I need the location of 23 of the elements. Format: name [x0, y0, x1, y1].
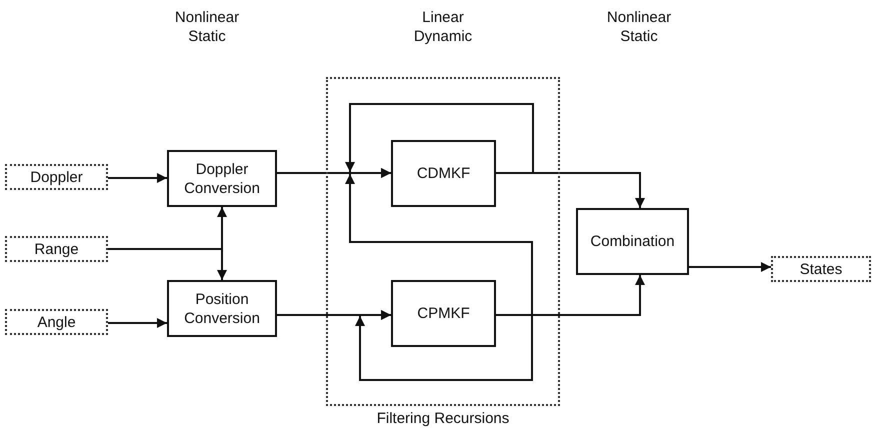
node-label: Position Conversion [183, 290, 261, 328]
group-title: Filtering Recursions [376, 409, 510, 428]
column-heading: Linear Dynamic [412, 8, 474, 46]
input-box [5, 309, 108, 335]
node-label: Doppler [29, 168, 84, 186]
input-box [5, 164, 108, 190]
process-box [167, 280, 277, 337]
process-box [391, 140, 496, 207]
process-box [167, 150, 277, 207]
group-box [326, 77, 560, 428]
node-label: CDMKF [416, 164, 472, 183]
process-box [391, 280, 496, 347]
node-label: States [798, 260, 844, 278]
column-heading: Nonlinear Static [174, 8, 240, 46]
process-box [576, 208, 689, 275]
node-label: Range [33, 240, 80, 258]
node-label: CPMKF [416, 304, 471, 323]
node-label: Doppler Conversion [183, 160, 261, 198]
input-box [771, 256, 871, 282]
node-label: Combination [589, 232, 676, 251]
column-heading: Nonlinear Static [606, 8, 672, 46]
input-box [5, 236, 108, 262]
node-label: Angle [36, 312, 77, 332]
